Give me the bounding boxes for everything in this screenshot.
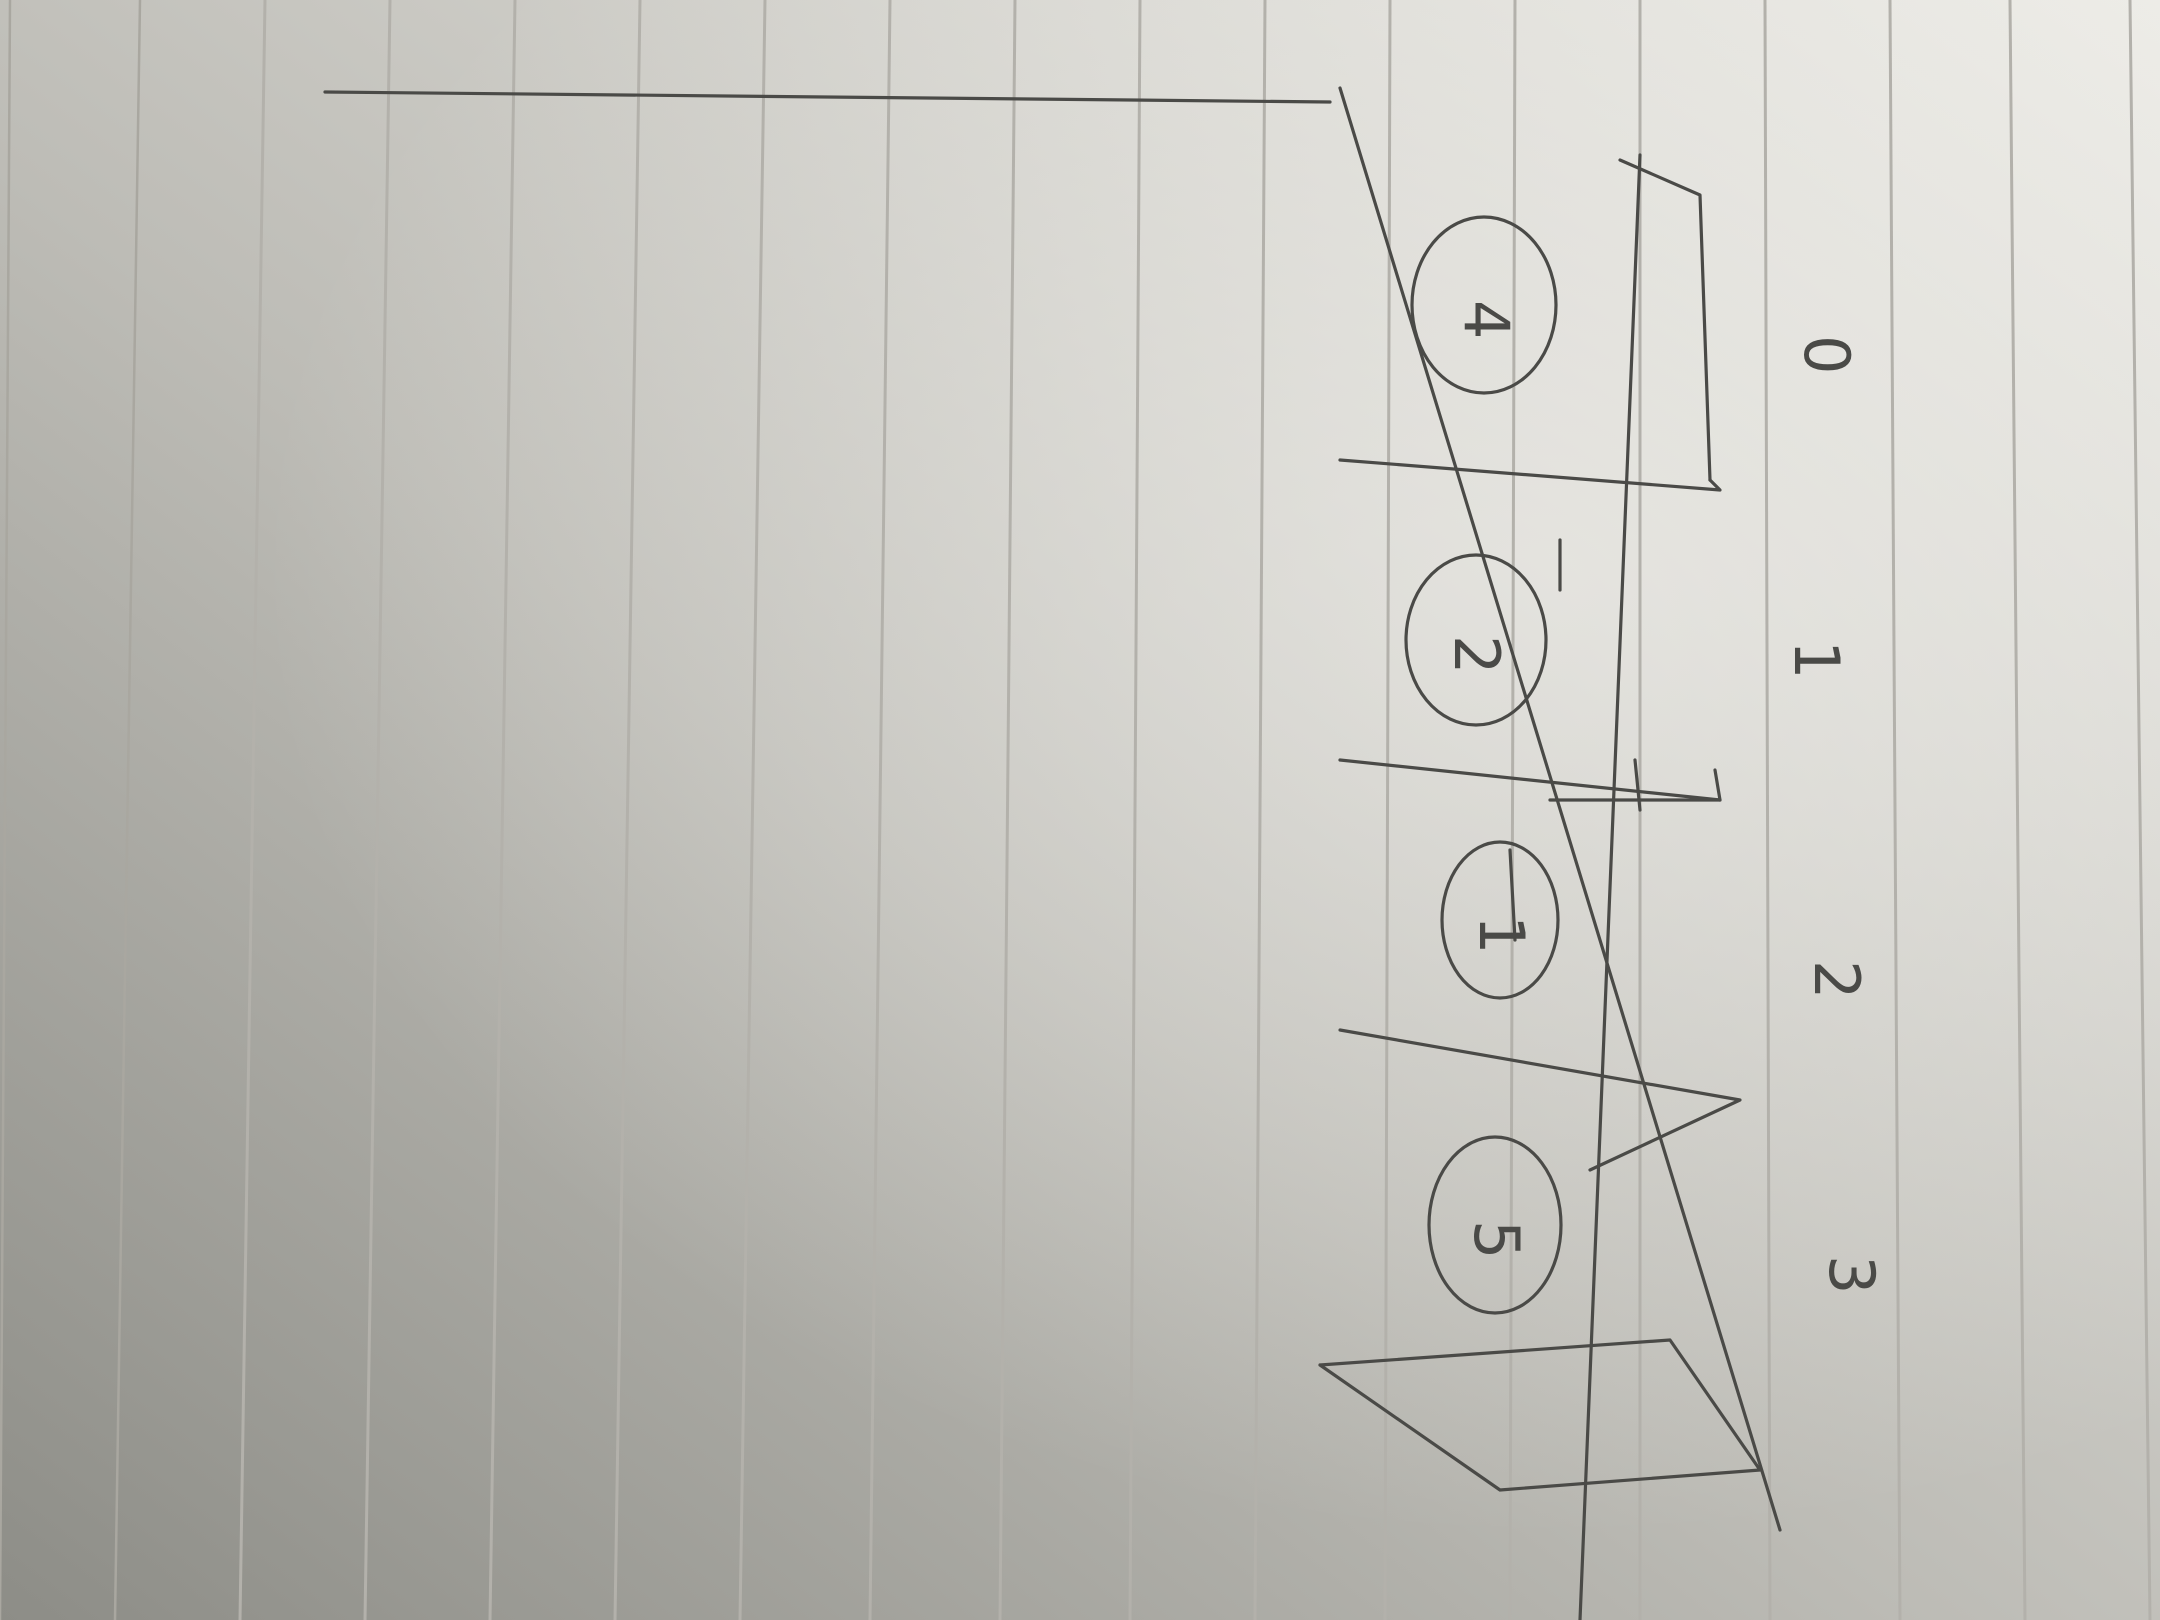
cell-separator-4 — [1318, 1338, 1762, 1492]
outer-left-line — [323, 90, 1332, 104]
circle-1 — [1440, 840, 1560, 1000]
circle-2 — [1404, 553, 1548, 727]
tick-mark-b — [1508, 848, 1517, 942]
circled-number-1: 1 — [1465, 915, 1538, 954]
column-label-0: 0 — [1790, 335, 1863, 374]
cell-separator-2 — [1338, 758, 1722, 802]
circled-number-5: 5 — [1460, 1220, 1533, 1259]
column-label-3: 3 — [1815, 1255, 1888, 1294]
inner-divider-line — [1578, 153, 1642, 1620]
cell-separator-3 — [1338, 1028, 1742, 1172]
cell-separator-1 — [1338, 458, 1722, 492]
column-label-2: 2 — [1800, 960, 1873, 999]
cell-separator-0 — [1618, 158, 1712, 482]
tick-mark-c — [1633, 758, 1642, 812]
circle-4 — [1410, 215, 1558, 395]
circled-number-4: 4 — [1450, 300, 1523, 339]
column-label-1: 1 — [1780, 640, 1853, 679]
circled-number-2: 2 — [1440, 635, 1513, 674]
pencil-drawing: 0 1 2 3 4 2 1 5 — [323, 86, 1888, 1620]
circle-5 — [1427, 1135, 1563, 1315]
